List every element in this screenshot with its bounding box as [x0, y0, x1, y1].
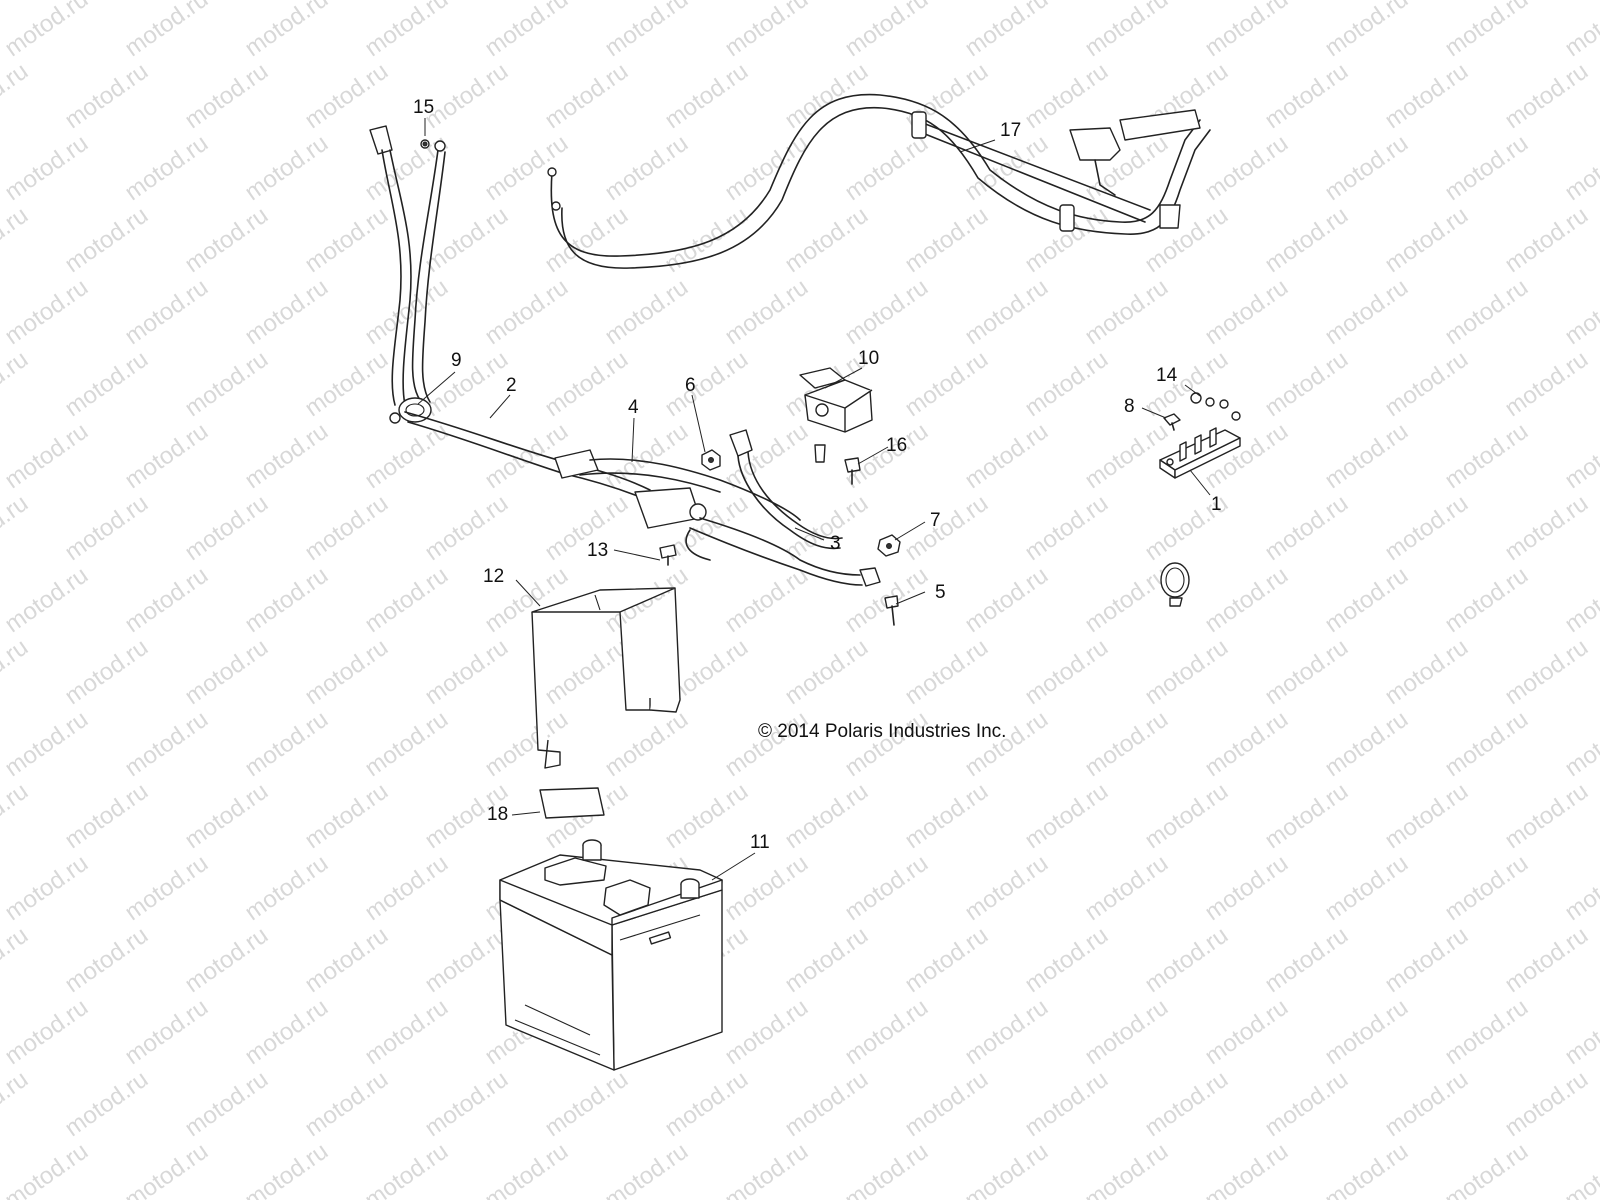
- callout-7: 7: [930, 510, 941, 531]
- callout-2: 2: [506, 375, 517, 396]
- battery-cables-upper: [369, 125, 446, 406]
- copyright-notice: © 2014 Polaris Industries Inc.: [758, 721, 1006, 742]
- callout-8: 8: [1124, 396, 1135, 417]
- callout-11: 11: [750, 832, 770, 853]
- callout-12: 12: [483, 566, 504, 587]
- bolt-5: [884, 595, 899, 626]
- nut-14: [1190, 392, 1241, 421]
- callout-18: 18: [487, 804, 508, 825]
- callout-9: 9: [451, 350, 462, 371]
- terminal-block-1: [1159, 427, 1241, 479]
- callout-14: 14: [1156, 365, 1178, 386]
- callout-17: 17: [1000, 120, 1021, 141]
- callout-labels: 15 17 9 2 4 6 10 16 14 8 1 3 7 5 13 12 1…: [413, 97, 1222, 853]
- cable-tie: [1160, 562, 1190, 607]
- cable-assembly-17: [547, 93, 1211, 269]
- callout-5: 5: [935, 582, 946, 603]
- callout-15: 15: [413, 97, 434, 118]
- leader-lines: [417, 118, 1211, 881]
- callout-3: 3: [830, 533, 841, 554]
- relay-10: [799, 367, 873, 463]
- battery-11: [499, 839, 723, 1071]
- callout-1: 1: [1211, 494, 1222, 515]
- nut-6: [701, 449, 721, 471]
- screw-8: [1163, 413, 1181, 431]
- clamp-9: [389, 397, 432, 424]
- label-18: [539, 787, 605, 819]
- callout-4: 4: [628, 397, 639, 418]
- callout-13: 13: [587, 540, 608, 561]
- battery-bracket-12: [531, 587, 681, 769]
- callout-16: 16: [886, 435, 907, 456]
- callout-10: 10: [858, 348, 879, 369]
- bolt-16: [844, 457, 861, 485]
- nut-7: [877, 534, 901, 557]
- callout-6: 6: [685, 375, 696, 396]
- main-harness-2-3-4: [404, 411, 881, 587]
- screw-13: [659, 544, 677, 566]
